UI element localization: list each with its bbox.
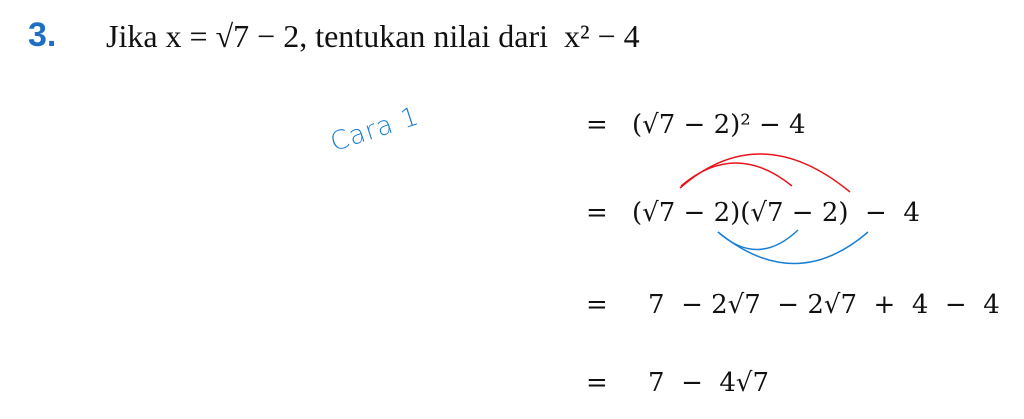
step-3-expression: 7 − 2√7 − 2√7 + 4 − 4 xyxy=(648,290,1000,320)
step-2-expression: (√7 − 2)(√7 − 2) − 4 xyxy=(632,198,920,228)
problem-statement: Jika x = √7 − 2, tentukan nilai dari x² … xyxy=(106,18,640,54)
step-4-expression: 7 − 4√7 xyxy=(648,368,770,398)
step-1-expression: (√7 − 2)² − 4 xyxy=(632,110,806,140)
problem-number: 3. xyxy=(28,16,57,54)
step-2-equals: = xyxy=(586,198,608,228)
red-arc-small xyxy=(680,162,793,187)
step-4-equals: = xyxy=(586,368,608,398)
step-1-equals: = xyxy=(586,110,608,140)
step-3-equals: = xyxy=(586,290,608,320)
blue-arc-small xyxy=(717,229,799,251)
blue-arc-large xyxy=(717,231,869,265)
red-arc-large xyxy=(679,153,851,193)
